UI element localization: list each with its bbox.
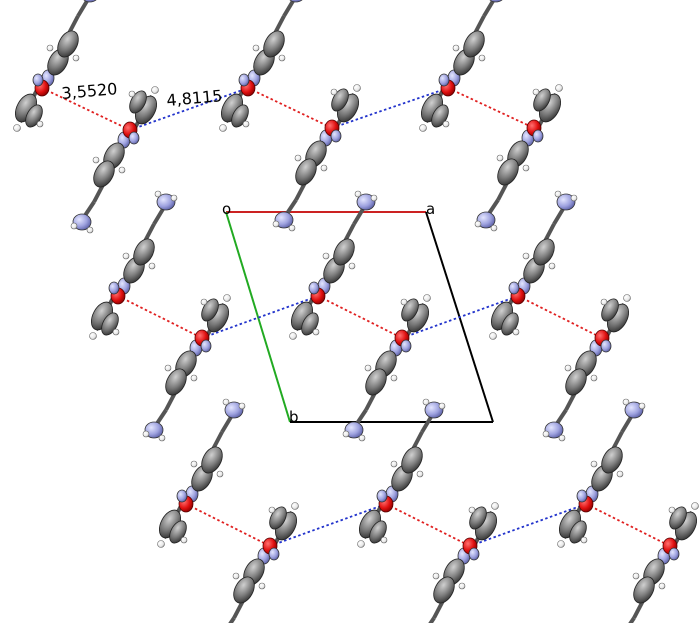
molecule-down bbox=[271, 82, 365, 233]
molecule-up bbox=[85, 189, 179, 342]
molecule-down bbox=[141, 292, 235, 443]
molecule-up bbox=[215, 0, 309, 134]
long-contact-line bbox=[269, 503, 387, 547]
short-distance-label: 3,5520 bbox=[61, 79, 118, 103]
molecule-up bbox=[553, 397, 647, 550]
short-contact-line bbox=[517, 295, 603, 339]
long-contact-line bbox=[331, 87, 449, 129]
short-contact-line bbox=[247, 87, 333, 129]
long-distance-label: 4,8115 bbox=[166, 86, 223, 110]
molecule-down bbox=[341, 292, 435, 443]
short-contact-line bbox=[385, 503, 471, 547]
axis-a-label: a bbox=[426, 200, 435, 218]
molecule-up bbox=[153, 397, 247, 550]
short-contact-line bbox=[117, 295, 203, 339]
intermolecular-contacts bbox=[41, 87, 671, 547]
distance-labels: 3,5520 4,8115 bbox=[61, 79, 223, 110]
short-contact-line bbox=[41, 87, 131, 131]
molecule-down bbox=[473, 82, 567, 233]
long-contact-line bbox=[401, 295, 519, 339]
unit-cell: o a b bbox=[222, 200, 494, 426]
molecule-down bbox=[409, 500, 503, 623]
long-contact-line bbox=[201, 295, 319, 339]
molecule-up bbox=[415, 0, 509, 134]
molecule-down bbox=[209, 500, 303, 623]
short-contact-line bbox=[317, 295, 403, 339]
short-contact-line bbox=[447, 87, 535, 129]
molecule-up bbox=[285, 189, 379, 342]
short-contact-line bbox=[185, 503, 271, 547]
long-contact-line bbox=[129, 87, 249, 131]
long-contact-line bbox=[469, 503, 587, 547]
molecule-down bbox=[541, 292, 635, 443]
axis-b-label: b bbox=[289, 408, 299, 426]
molecule-up bbox=[485, 189, 579, 342]
molecule-up bbox=[9, 0, 103, 134]
short-contact-line bbox=[585, 503, 671, 547]
origin-label: o bbox=[222, 200, 231, 218]
unit-cell-left-edge bbox=[225, 211, 291, 423]
molecule-down bbox=[609, 500, 700, 623]
